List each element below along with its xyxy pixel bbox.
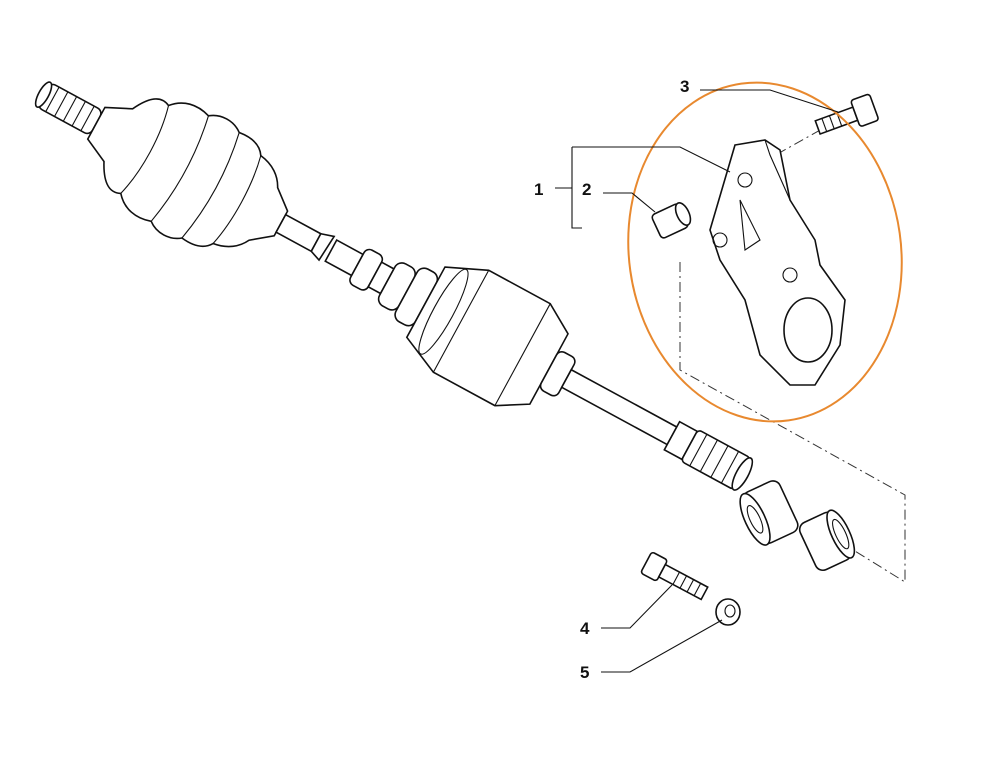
callout-1: 1	[534, 180, 543, 199]
drive-shaft[interactable]	[8, 34, 779, 535]
callout-2: 2	[582, 180, 591, 199]
callout-4: 4	[580, 619, 590, 638]
callout-5: 5	[580, 663, 589, 682]
part-4-bolt[interactable]	[640, 551, 711, 604]
part-5-nut[interactable]	[715, 598, 741, 626]
highlight-circle	[627, 81, 903, 423]
bearing[interactable]	[734, 478, 800, 549]
leader-lines	[555, 89, 839, 673]
part-2-bushing[interactable]	[651, 201, 694, 240]
part-3-bolt[interactable]	[813, 93, 879, 141]
bearing-bracket[interactable]	[709, 139, 846, 386]
callout-3: 3	[680, 77, 689, 96]
bearing-sleeve[interactable]	[797, 507, 860, 573]
